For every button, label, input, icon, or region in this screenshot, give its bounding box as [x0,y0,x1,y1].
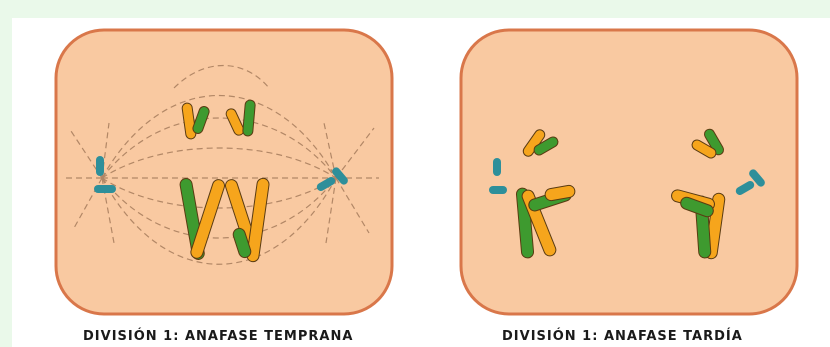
early-anaphase-cell [54,28,394,316]
cell-membrane [461,30,797,314]
late-anaphase-cell [459,28,799,316]
early-anaphase-caption: DIVISIÓN 1: ANAFASE TEMPRANA [83,329,353,344]
late-anaphase-illustration [459,28,799,316]
diagram-panel: DIVISIÓN 1: ANAFASE TEMPRANA [12,18,830,347]
early-anaphase-illustration [54,28,394,316]
late-anaphase-caption: DIVISIÓN 1: ANAFASE TARDÍA [502,329,743,344]
